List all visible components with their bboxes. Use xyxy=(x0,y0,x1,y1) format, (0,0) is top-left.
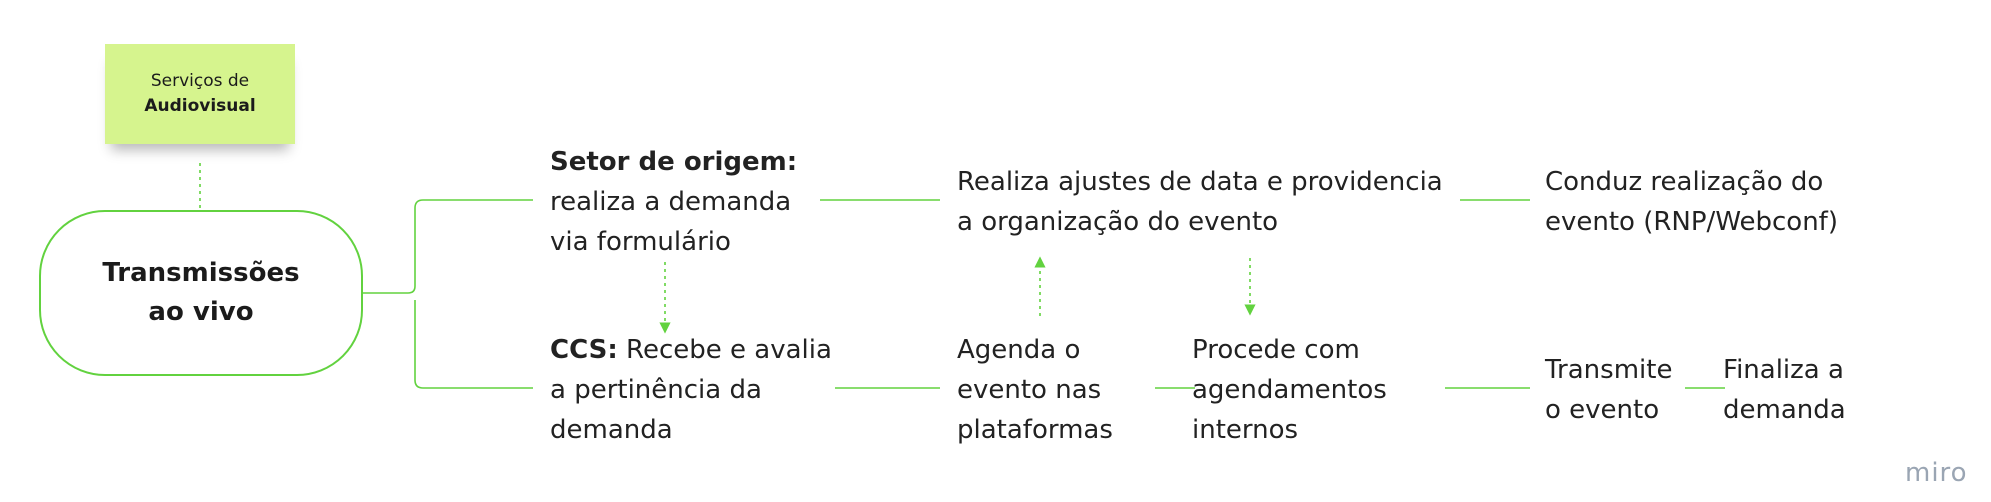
node-finalize-line2: demanda xyxy=(1723,395,1846,425)
node-ccs-line3: demanda xyxy=(550,415,673,445)
node-setor-origem[interactable]: Setor de origem: realiza a demanda via f… xyxy=(550,142,797,262)
node-ccs-line1: Recebe e avalia xyxy=(617,335,832,365)
node-conduz-realizacao[interactable]: Conduz realização do evento (RNP/Webconf… xyxy=(1545,162,1838,242)
node-finalize-line1: Finaliza a xyxy=(1723,355,1844,385)
node-schedule-line2: evento nas xyxy=(957,375,1102,405)
node-internal-line2: agendamentos xyxy=(1192,375,1387,405)
node-conduct-line1: Conduz realização do xyxy=(1545,167,1824,197)
root-line1: Transmissões xyxy=(102,258,300,288)
node-origin-line3: via formulário xyxy=(550,227,731,257)
node-schedule-line3: plataformas xyxy=(957,415,1113,445)
sticky-line2: Audiovisual xyxy=(144,96,256,116)
node-ccs[interactable]: CCS: Recebe e avalia a pertinência da de… xyxy=(550,330,832,450)
root-node-transmissoes[interactable]: Transmissões ao vivo xyxy=(39,210,363,376)
node-schedule-line1: Agenda o xyxy=(957,335,1081,365)
node-procede-agendamentos[interactable]: Procede com agendamentos internos xyxy=(1192,330,1387,450)
sticky-line1: Serviços de xyxy=(150,71,250,91)
node-transmit-line2: o evento xyxy=(1545,395,1660,425)
root-line2: ao vivo xyxy=(148,297,254,327)
node-internal-line1: Procede com xyxy=(1192,335,1360,365)
node-transmit-line1: Transmite xyxy=(1545,355,1673,385)
miro-watermark-logo: miro xyxy=(1905,458,1968,488)
root-branch-connector xyxy=(363,199,533,389)
node-ccs-line2: a pertinência da xyxy=(550,375,762,405)
node-transmite-evento[interactable]: Transmite o evento xyxy=(1545,350,1672,430)
node-adjust-line1: Realiza ajustes de data e providencia xyxy=(957,167,1443,197)
node-ccs-bold: CCS: xyxy=(550,335,618,365)
node-internal-line3: internos xyxy=(1192,415,1299,445)
node-origin-line2: realiza a demanda xyxy=(550,187,792,217)
node-agenda-evento[interactable]: Agenda o evento nas plataformas xyxy=(957,330,1113,450)
node-origin-bold: Setor de origem: xyxy=(550,147,798,177)
node-realiza-ajustes[interactable]: Realiza ajustes de data e providencia a … xyxy=(957,162,1443,242)
sticky-note-audiovisual[interactable]: Serviços de Audiovisual xyxy=(105,44,295,144)
node-conduct-line2: evento (RNP/Webconf) xyxy=(1545,207,1838,237)
node-adjust-line2: a organização do evento xyxy=(957,207,1279,237)
node-finaliza-demanda[interactable]: Finaliza a demanda xyxy=(1723,350,1846,430)
